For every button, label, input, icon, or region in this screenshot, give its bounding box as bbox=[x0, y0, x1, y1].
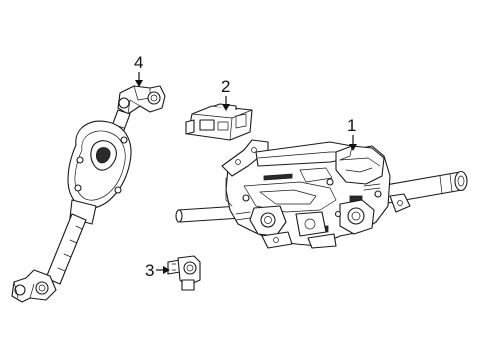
callout-3: 3 bbox=[145, 261, 170, 280]
steering-column-part bbox=[175, 139, 468, 249]
sensor-part bbox=[167, 255, 201, 291]
control-module-part bbox=[185, 103, 253, 141]
callout-1-arrow bbox=[349, 144, 357, 151]
callout-3-number: 3 bbox=[145, 261, 154, 280]
callout-3-arrow bbox=[163, 266, 170, 274]
callout-2: 2 bbox=[221, 77, 230, 111]
callout-2-arrow bbox=[222, 104, 230, 111]
callout-4: 4 bbox=[134, 53, 143, 87]
callout-2-number: 2 bbox=[221, 77, 230, 96]
intermediate-shaft-part bbox=[11, 85, 166, 303]
callout-1: 1 bbox=[347, 116, 357, 151]
callout-4-number: 4 bbox=[134, 53, 143, 72]
callout-4-arrow bbox=[135, 80, 143, 87]
callout-1-number: 1 bbox=[347, 116, 356, 135]
